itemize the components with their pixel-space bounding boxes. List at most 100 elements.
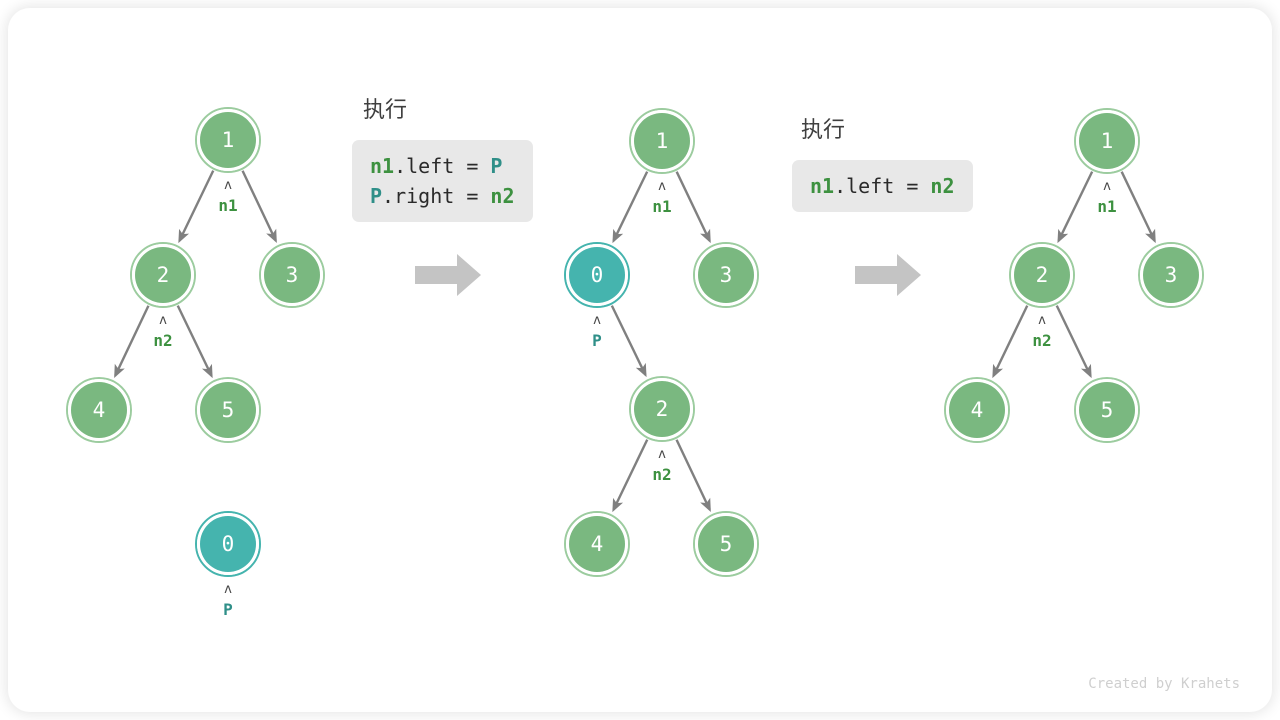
code-token: n2	[490, 184, 515, 208]
node-disc	[264, 247, 320, 303]
node-disc	[949, 382, 1005, 438]
node-disc	[1079, 113, 1135, 169]
tree-node-4[interactable]: 4	[66, 377, 132, 443]
node-value: 2	[156, 262, 170, 287]
tree-edge	[675, 171, 711, 244]
node-outer-ring	[195, 511, 261, 577]
node-outer-ring	[1074, 377, 1140, 443]
node-outer-ring	[693, 242, 759, 308]
node-outer-ring	[564, 242, 630, 308]
tree-node-1[interactable]: 1	[1074, 108, 1140, 174]
node-outer-ring	[693, 511, 759, 577]
code-token: .right =	[382, 184, 491, 208]
node-disc	[71, 382, 127, 438]
tree-node-5[interactable]: 5	[195, 377, 261, 443]
tree-node-2[interactable]: 2	[629, 376, 695, 442]
pointer-label-n1: ʌ n1	[218, 178, 238, 216]
tree-node-1[interactable]: 1	[629, 108, 695, 174]
node-outer-ring	[130, 242, 196, 308]
tree-edge	[1057, 171, 1094, 244]
tree-node-4[interactable]: 4	[564, 511, 630, 577]
code-token: n1	[370, 154, 395, 178]
tree-edge	[675, 439, 711, 513]
pointer-name: P	[592, 331, 602, 350]
node-outer-ring	[564, 511, 630, 577]
node-value: 0	[221, 531, 235, 556]
tree-node-2[interactable]: 2	[1009, 242, 1075, 308]
tree-node-5[interactable]: 5	[693, 511, 759, 577]
node-disc	[569, 247, 625, 303]
tree-edge	[176, 305, 213, 379]
node-value: 4	[590, 531, 604, 556]
node-disc	[135, 247, 191, 303]
tree-node-1[interactable]: 1	[195, 107, 261, 173]
pointer-name: n1	[218, 196, 238, 215]
tree-node-3[interactable]: 3	[259, 242, 325, 308]
pointer-name: n2	[652, 465, 672, 484]
pointer-name: n1	[652, 197, 672, 216]
code-line: n1.left = n2	[810, 171, 955, 201]
caret-icon: ʌ	[593, 313, 601, 328]
node-outer-ring	[66, 377, 132, 443]
node-disc	[200, 112, 256, 168]
tree-edge	[178, 170, 215, 244]
node-disc	[200, 382, 256, 438]
node-value: 2	[655, 396, 669, 421]
pointer-name: n2	[1032, 331, 1052, 350]
caret-icon: ʌ	[224, 582, 232, 597]
tree-node-3[interactable]: 3	[1138, 242, 1204, 308]
node-ring-gap	[695, 513, 757, 575]
node-value: 2	[1035, 262, 1049, 287]
code-token: n1	[810, 174, 835, 198]
node-ring-gap	[1140, 244, 1202, 306]
node-value: 3	[285, 262, 299, 287]
node-value: 1	[1100, 128, 1114, 153]
tree-node-0[interactable]: 0	[564, 242, 630, 308]
node-disc	[569, 516, 625, 572]
pointer-label-n2: ʌ n2	[1032, 313, 1052, 351]
node-value: 3	[719, 262, 733, 287]
node-ring-gap	[1011, 244, 1073, 306]
tree-edge	[241, 170, 277, 244]
node-value: 0	[590, 262, 604, 287]
caret-icon: ʌ	[1038, 313, 1046, 328]
node-outer-ring	[195, 377, 261, 443]
node-outer-ring	[1074, 108, 1140, 174]
tree-node-2[interactable]: 2	[130, 242, 196, 308]
tree-edge	[114, 305, 150, 379]
node-ring-gap	[631, 110, 693, 172]
transition-arrow-icon	[415, 253, 481, 301]
node-disc	[698, 516, 754, 572]
pointer-name: n2	[153, 331, 173, 350]
tree-node-0[interactable]: 0	[195, 511, 261, 577]
node-ring-gap	[132, 244, 194, 306]
node-value: 1	[221, 127, 235, 152]
caret-icon: ʌ	[224, 178, 232, 193]
pointer-name: P	[223, 600, 233, 619]
tree-edge	[1120, 171, 1156, 244]
credit-text: Created by Krahets	[1088, 676, 1240, 692]
node-ring-gap	[68, 379, 130, 441]
tree-node-5[interactable]: 5	[1074, 377, 1140, 443]
node-outer-ring	[1138, 242, 1204, 308]
node-ring-gap	[197, 109, 259, 171]
node-value: 5	[221, 397, 235, 422]
tree-node-3[interactable]: 3	[693, 242, 759, 308]
node-ring-gap	[197, 513, 259, 575]
transition-arrow-icon	[855, 253, 921, 301]
tree-edge	[1055, 305, 1092, 379]
node-value: 4	[970, 397, 984, 422]
node-ring-gap	[197, 379, 259, 441]
node-value: 5	[719, 531, 733, 556]
tree-node-4[interactable]: 4	[944, 377, 1010, 443]
tree-edge	[612, 439, 649, 513]
code-token: P	[370, 184, 383, 208]
code-token: P	[490, 154, 503, 178]
caret-icon: ʌ	[1103, 179, 1111, 194]
node-disc	[634, 113, 690, 169]
